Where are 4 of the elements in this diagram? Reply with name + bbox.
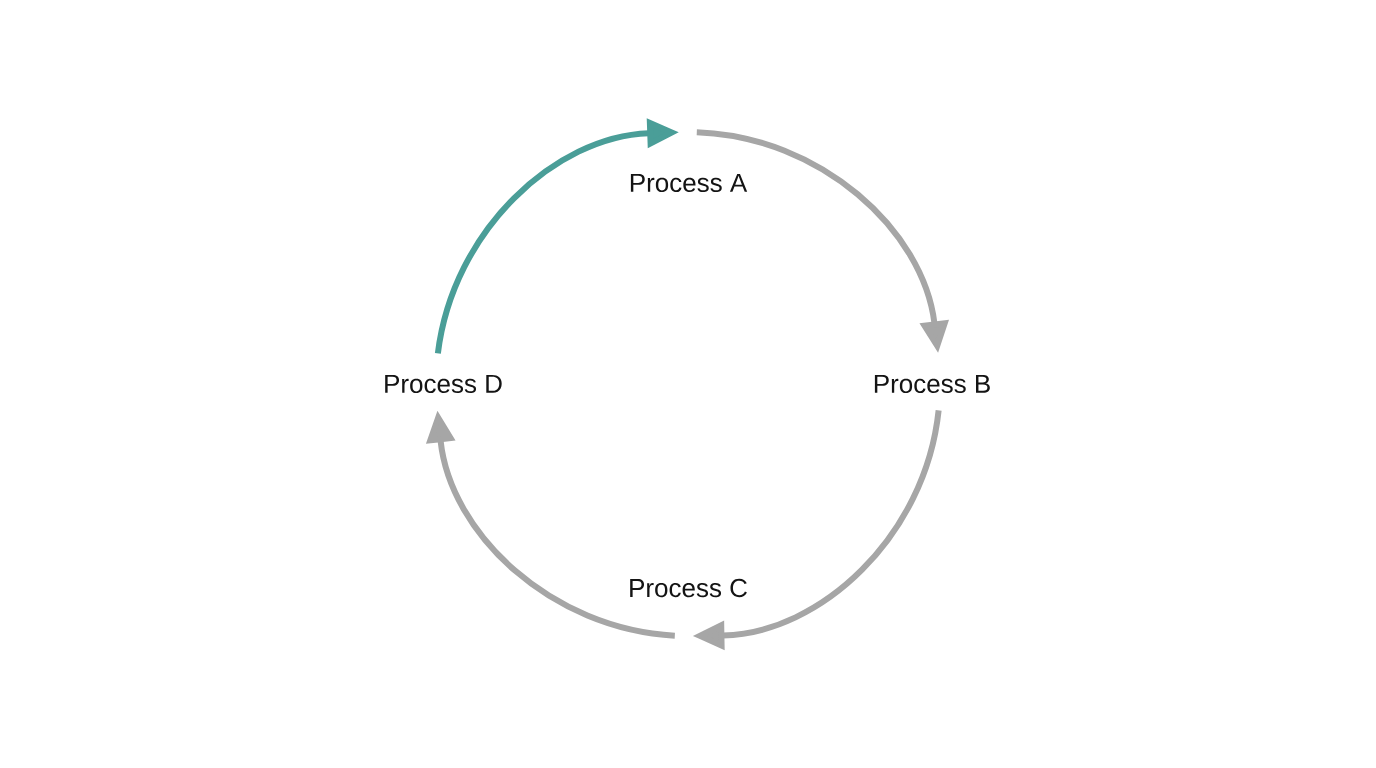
process-label: Process C — [630, 578, 747, 598]
process-label: Process A — [630, 173, 748, 193]
process-label: Process B — [874, 374, 990, 394]
process-label: Process D — [385, 374, 502, 394]
